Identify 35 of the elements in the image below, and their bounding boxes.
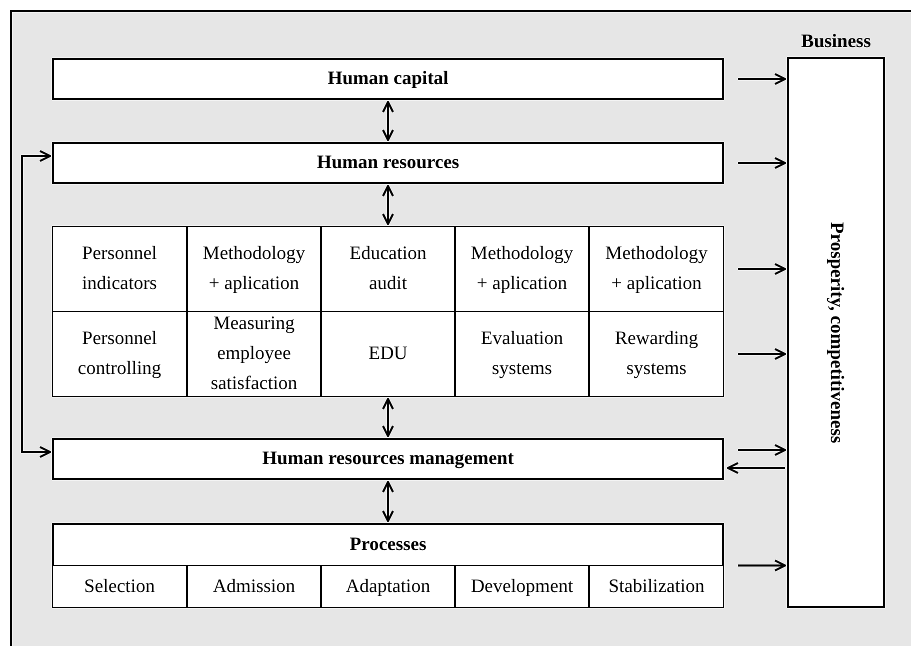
heading-bar: Human capital [52, 58, 724, 100]
table-cell: Selection [52, 565, 187, 608]
arrow [738, 157, 786, 169]
arrow [382, 101, 394, 141]
table-cell: Development [455, 565, 589, 608]
arrow [738, 263, 786, 275]
table-cell: Rewarding systems [589, 311, 724, 397]
heading-bar: Human resources [52, 142, 724, 184]
table-cell: Education audit [321, 226, 455, 312]
table-cell: Evaluation systems [455, 311, 589, 397]
arrow [738, 73, 786, 85]
table-cell: EDU [321, 311, 455, 397]
panel-heading: Business [800, 31, 872, 53]
table-cell: Stabilization [589, 565, 724, 608]
table-cell: Personnel indicators [52, 226, 187, 312]
heading-bar: Human resources management [52, 438, 724, 480]
arrow [21, 150, 51, 458]
table-cell: Methodology + aplication [455, 226, 589, 312]
arrow [727, 462, 785, 474]
table-cell: Adaptation [321, 565, 455, 608]
table-cell: Personnel controlling [52, 311, 187, 397]
arrow [738, 444, 786, 456]
arrow [382, 185, 394, 225]
table-cell: Measuring employee satisfaction [187, 311, 321, 397]
table-heading: Processes [350, 533, 426, 557]
table-cell: Methodology + aplication [589, 226, 724, 312]
result-panel: Prosperity, competitiveness [787, 57, 885, 608]
process-table [52, 523, 724, 608]
table-cell: Admission [187, 565, 321, 608]
table-cell: Methodology + aplication [187, 226, 321, 312]
arrow [738, 560, 786, 572]
arrow [738, 348, 786, 360]
arrow [382, 398, 394, 437]
table-grid [52, 226, 724, 397]
arrow [382, 481, 394, 522]
